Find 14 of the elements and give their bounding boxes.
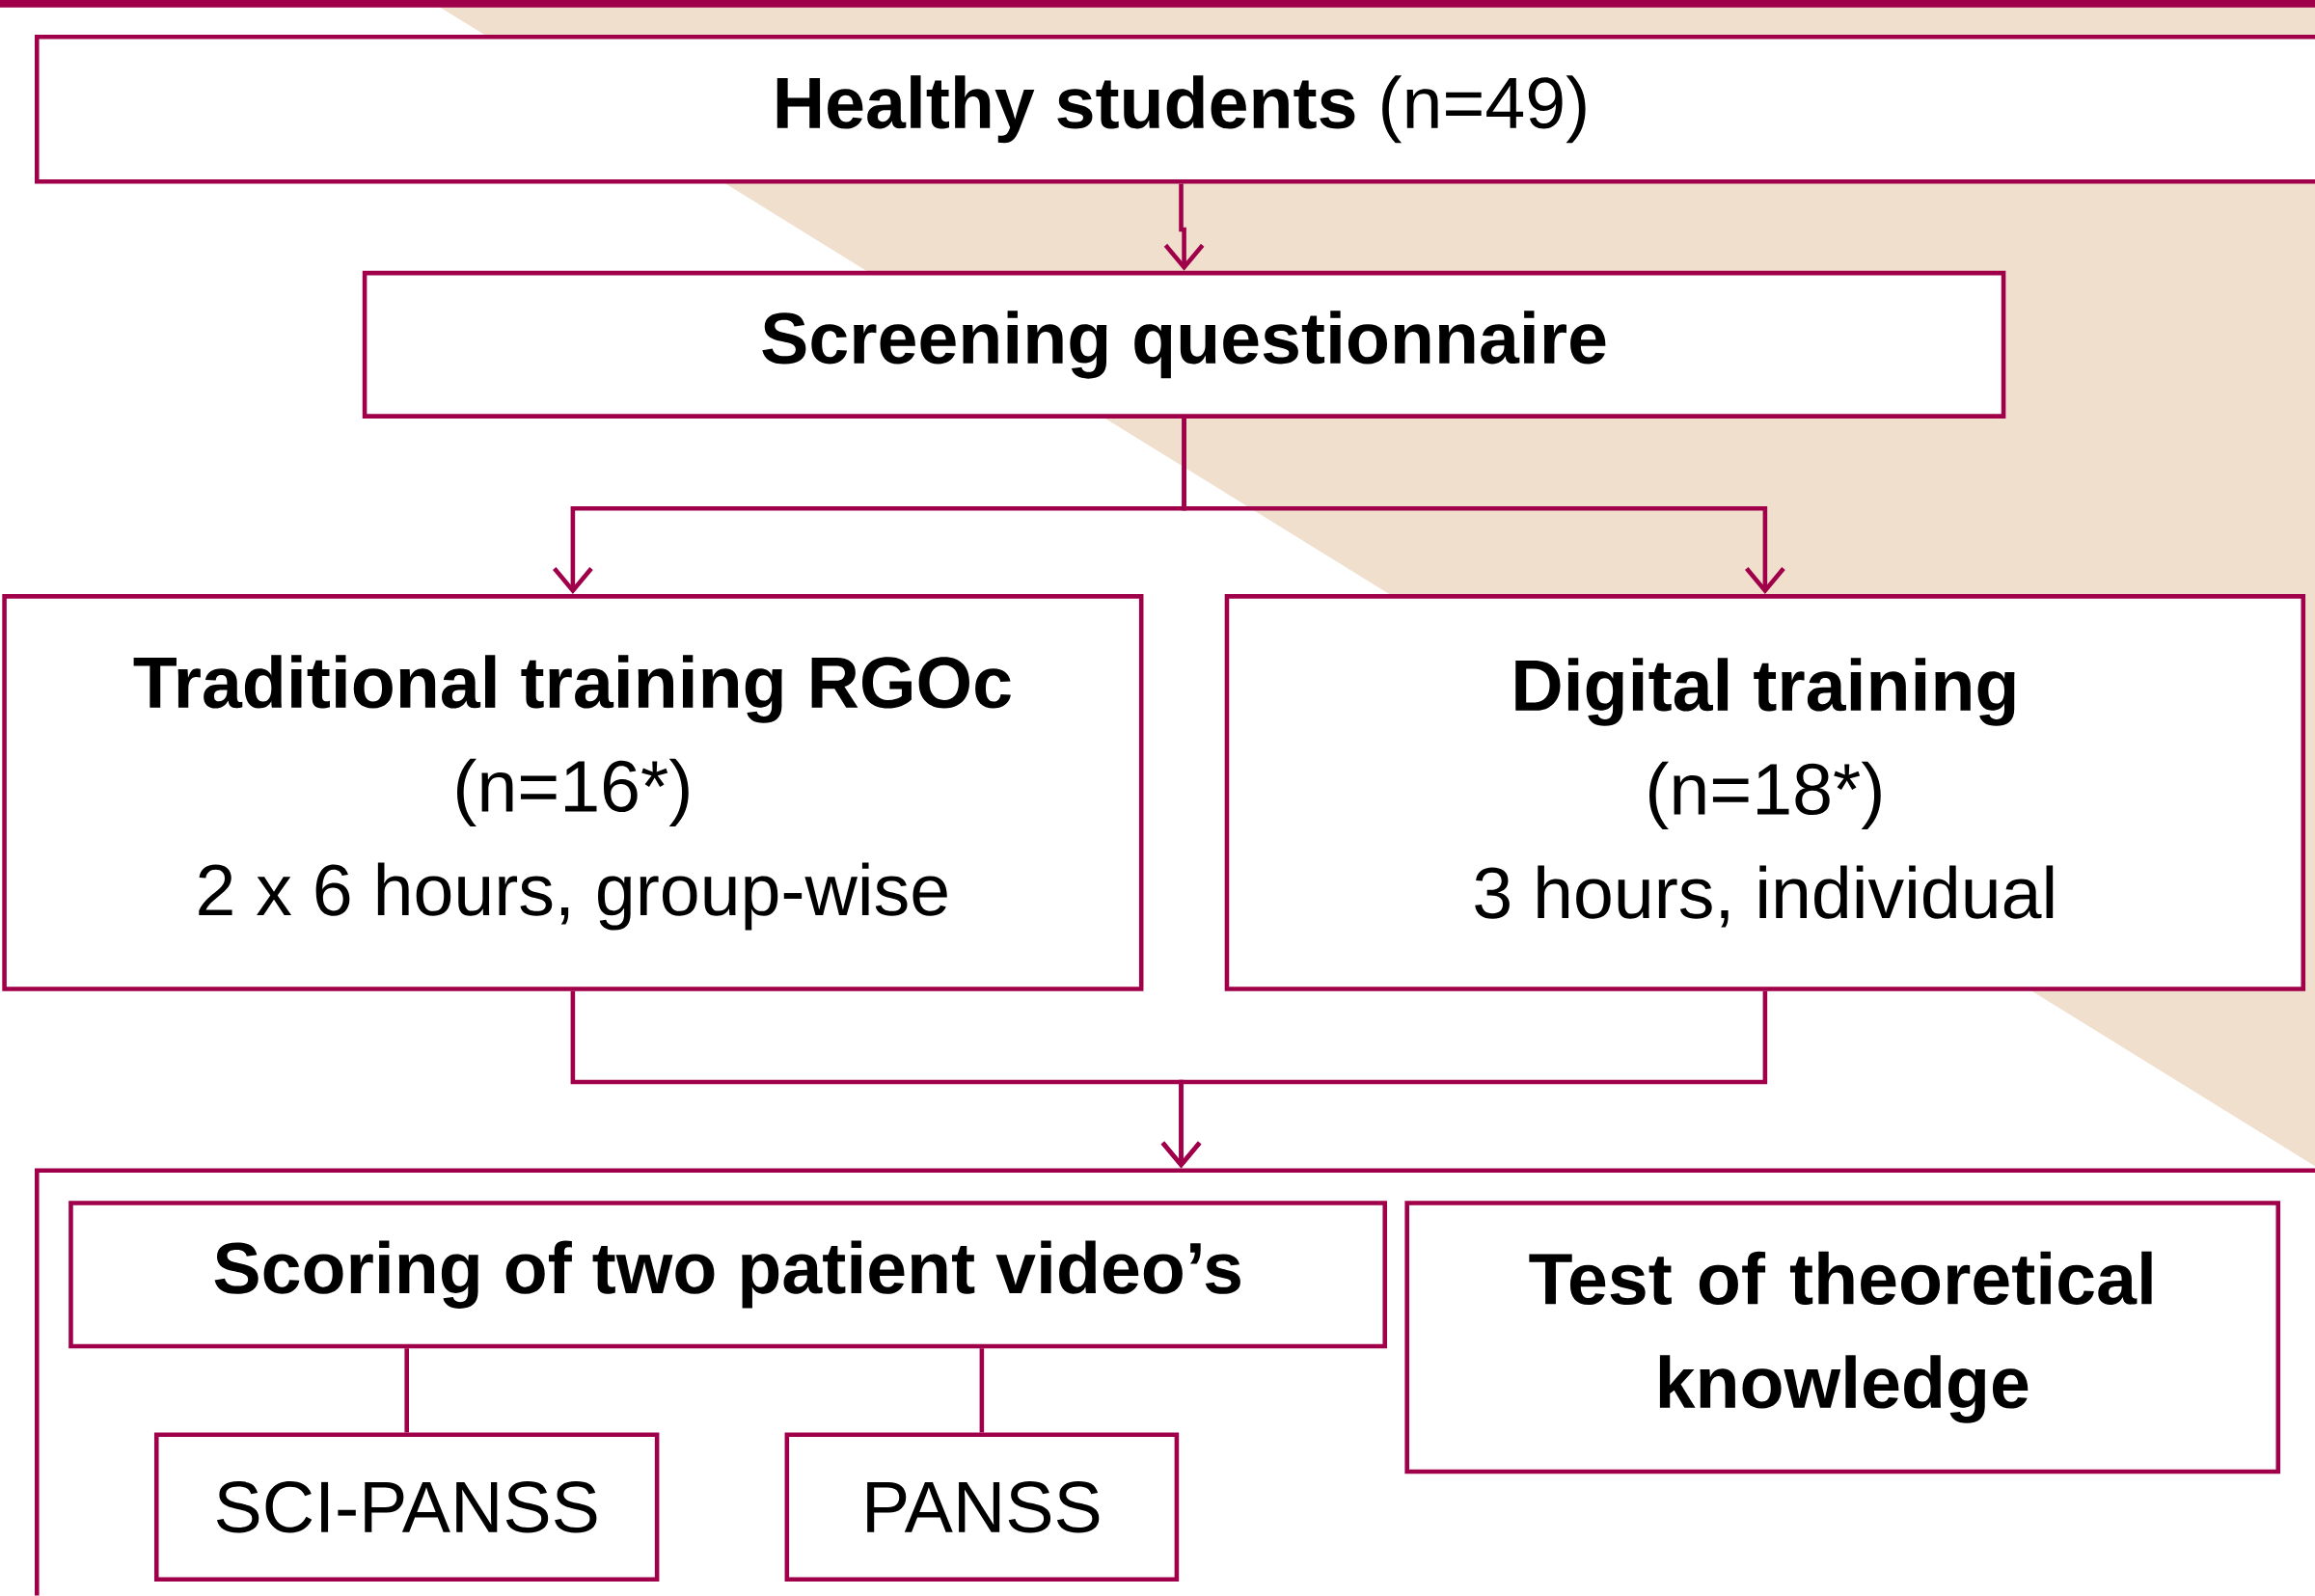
process-box: Healthy students (n=49) — [35, 35, 2315, 184]
scale-box: PANSS — [784, 1432, 1180, 1582]
connector-line — [404, 1348, 409, 1433]
task-box: Test of theoretical knowledge — [1404, 1201, 2281, 1474]
arrow — [1160, 991, 1768, 1169]
arrow — [1163, 183, 1205, 272]
group-box: Traditional training RGOc (n=16*) 2 x 6 hours, group-wise — [2, 594, 1144, 991]
arrow — [1182, 419, 1785, 595]
outcome-frame — [35, 1168, 2315, 1596]
process-box: Screening questionnaire — [362, 271, 2006, 419]
task-box: Scoring of two patient video’s — [68, 1201, 1388, 1349]
scale-box: SCI-PANSS — [153, 1432, 660, 1582]
group-box: Digital training (n=18*) 3 hours, individual — [1224, 594, 2306, 991]
connector-line — [979, 1348, 985, 1433]
